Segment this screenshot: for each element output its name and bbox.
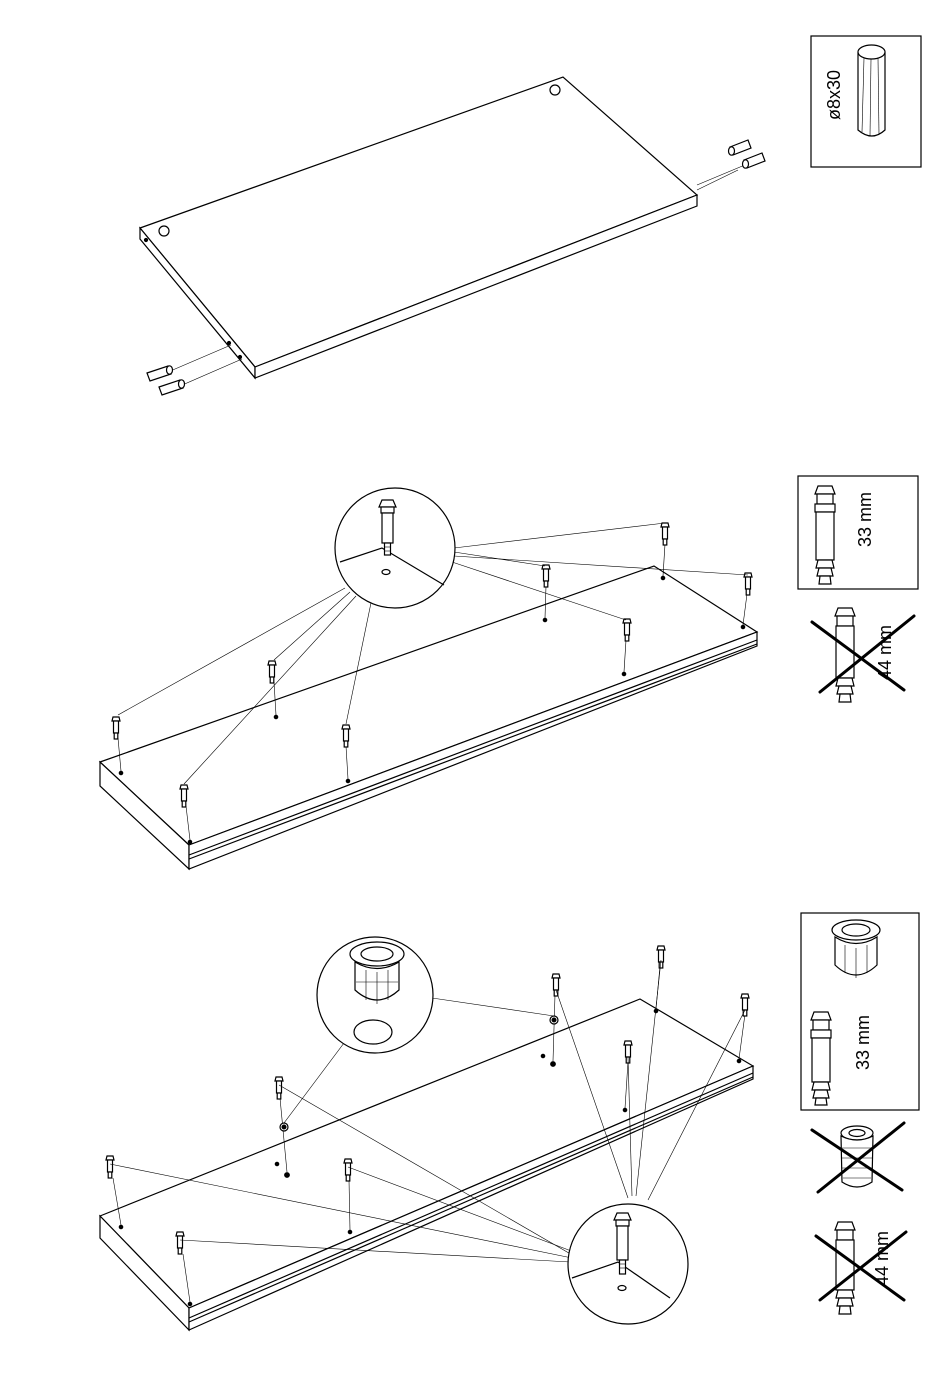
cam-bolt-33-label: 33 mm <box>855 492 875 547</box>
legend-cam-bolt-44-crossed: 44 mm <box>816 1222 906 1314</box>
shelf-top-face <box>100 566 757 845</box>
cam-bolt-icon <box>815 486 835 584</box>
dowel-icon <box>858 45 885 136</box>
cam-bolt <box>268 661 276 683</box>
dowel <box>729 140 752 155</box>
cam-bolt-icon <box>811 1012 831 1105</box>
cam-bolt <box>657 946 665 968</box>
legend-cam-bolt-44-crossed: 44 mm <box>812 608 914 702</box>
step-2-shelf-with-cam-bolts <box>100 488 757 869</box>
cam-lock <box>280 1123 288 1131</box>
legend-cam-bolt-33-box: 33 mm <box>798 476 918 589</box>
cam-lock-detail-callout <box>317 937 433 1053</box>
cam-bolt <box>275 1077 283 1099</box>
step-1-panel-with-dowels <box>140 77 765 395</box>
cam-bolt-icon <box>835 1222 855 1314</box>
cam-bolt-detail-callout <box>335 488 455 608</box>
legend-dowel-box: ø8x30 <box>811 36 921 167</box>
legend-cam-lock-and-bolt-box: 33 mm <box>801 913 919 1110</box>
dowel-size-label: ø8x30 <box>824 70 844 120</box>
cam-bolt <box>542 565 550 587</box>
dowel <box>159 380 185 395</box>
cam-bolt <box>552 974 560 996</box>
dowel <box>147 366 173 381</box>
cam-bolt <box>106 1156 114 1178</box>
legend-wrong-cam-lock-crossed <box>812 1123 904 1192</box>
cam-bolt <box>744 573 752 595</box>
dowel <box>743 153 766 168</box>
cam-bolt-33-label: 33 mm <box>853 1015 873 1070</box>
step-3-shelf-with-cam-locks <box>100 937 753 1330</box>
cam-bolt <box>741 994 749 1016</box>
threaded-insert-icon <box>841 1126 873 1187</box>
cam-bolt-detail-callout <box>568 1204 688 1324</box>
cam-bolt <box>112 717 120 739</box>
cam-lock-icon <box>832 920 880 978</box>
cam-lock <box>550 1016 558 1024</box>
cam-bolt-icon <box>835 608 855 702</box>
panel-top-face <box>140 77 697 367</box>
cam-bolt <box>661 523 669 545</box>
